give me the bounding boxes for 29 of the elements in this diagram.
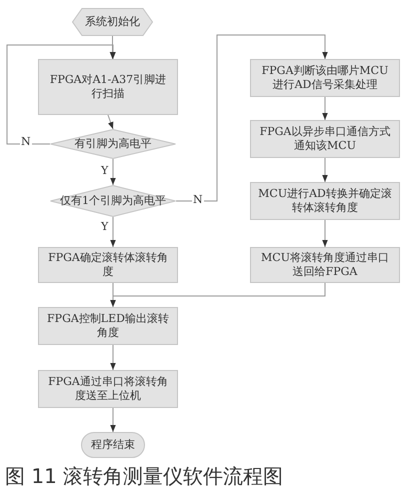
arrow [322,220,328,248]
decision-diamond: 有引脚为高电平 [50,129,176,159]
process-box: FPGA判断该由哪片MCU进行AD信号采集处理 [250,59,400,97]
process-box: MCU将滚转角度通过串口送回给FPGA [250,247,400,283]
arrow [6,44,116,144]
edge-label: Y [100,165,110,177]
arrow [110,344,116,370]
arrow [108,114,114,130]
arrow [110,36,116,60]
arrow [110,158,116,186]
figure-caption: 图 11 滚转角测量仪软件流程图 [5,463,284,490]
arrow [110,408,116,432]
decision-diamond: 仅有1个引脚为高电平 [50,185,176,217]
process-box: FPGA对A1-A37引脚进行扫描 [38,59,178,115]
arrow [110,216,116,248]
arrow [322,96,328,120]
arrow [110,282,326,308]
process-box: FPGA以异步串口通信方式通知该MCU [250,120,400,158]
arrow [322,158,328,182]
edge-label: N [192,194,204,206]
process-box: FPGA通过串口将滚转角度送至上位机 [38,370,178,408]
start-hexagon: 系统初始化 [72,8,153,36]
arrow [176,34,328,202]
process-box: MCU进行AD转换并确定滚转体滚转角度 [250,182,400,220]
end-terminator: 程序结束 [81,432,145,458]
edge-label: Y [100,221,110,233]
process-box: FPGA确定滚转体滚转角度 [38,247,178,283]
process-box: FPGA控制LED输出滚转角度 [38,307,178,345]
edge-label: N [20,136,32,148]
